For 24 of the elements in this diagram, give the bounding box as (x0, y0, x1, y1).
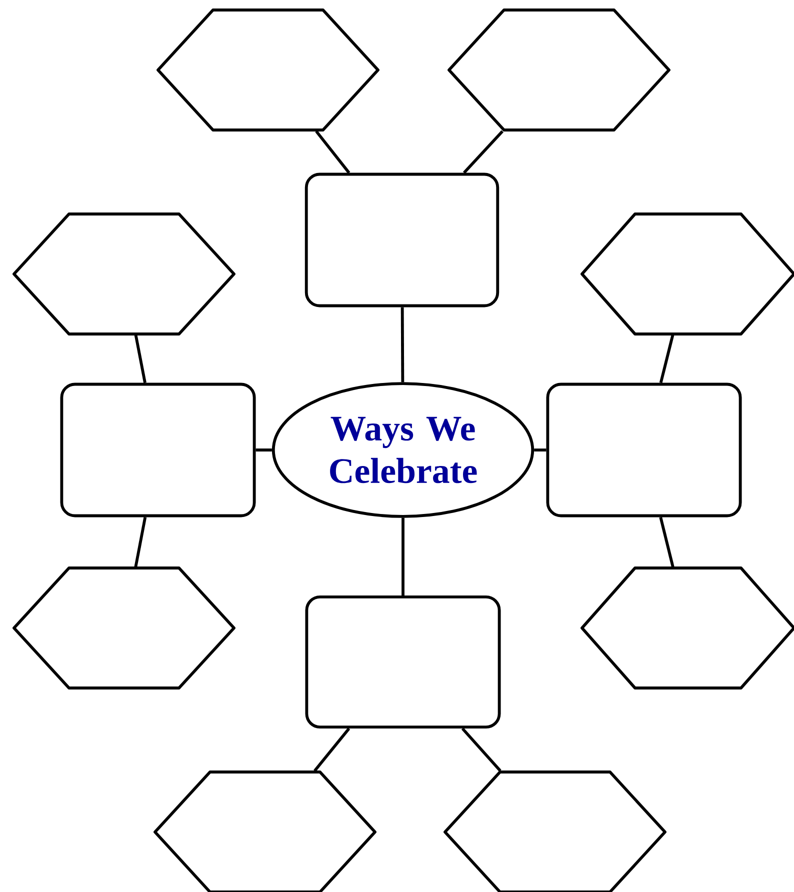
empty-hexagon (12, 566, 236, 690)
connector-line (402, 518, 404, 596)
connector-line (462, 130, 504, 174)
empty-hexagon (580, 566, 794, 690)
connector-line (134, 516, 147, 568)
connector-line (534, 448, 546, 452)
empty-hexagon (154, 770, 376, 892)
empty-box (305, 595, 501, 729)
connector-line (134, 334, 146, 384)
empty-hexagon (444, 770, 666, 892)
connector-line (315, 130, 350, 174)
connector-line (256, 448, 272, 452)
connector-line (314, 728, 350, 772)
connector-line (659, 334, 674, 384)
empty-hexagon (448, 8, 670, 132)
empty-box (304, 172, 500, 308)
connector-line (659, 516, 674, 568)
connector-line (461, 728, 502, 772)
empty-hexagon (12, 212, 236, 336)
empty-box (546, 382, 742, 518)
empty-hexagon (580, 212, 794, 336)
empty-hexagon (156, 8, 380, 132)
empty-box (60, 382, 256, 518)
connector-line (400, 307, 404, 382)
